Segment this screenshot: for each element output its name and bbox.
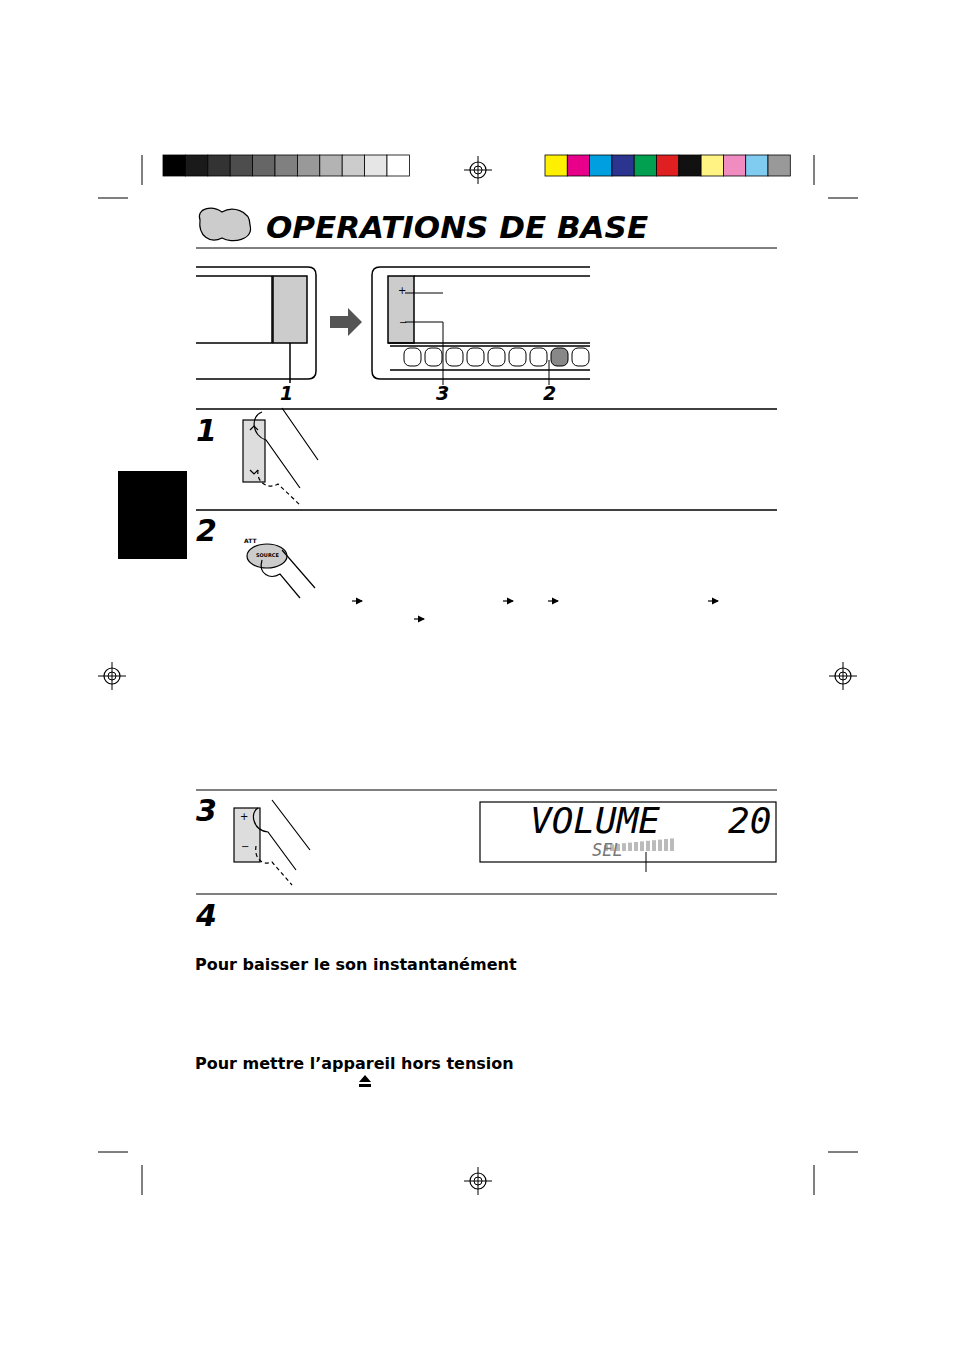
key-sign: − — [241, 842, 249, 852]
callout-number: 3 — [436, 384, 449, 403]
callout-number: 1 — [280, 384, 293, 403]
step-number: 3 — [196, 796, 217, 826]
button-label: SOURCE — [256, 553, 279, 558]
display-text: VOLUME — [530, 803, 660, 839]
step-number: 4 — [196, 901, 217, 931]
display-text: 20 — [728, 803, 771, 839]
key-sign: + — [240, 812, 248, 822]
step-number: 1 — [196, 416, 217, 446]
section-heading: Pour baisser le son instantanément — [195, 957, 517, 973]
section-heading: Pour mettre l’appareil hors tension — [195, 1056, 514, 1072]
button-label: ATT — [244, 538, 257, 544]
step-number: 2 — [196, 516, 217, 546]
key-sign: − — [399, 318, 407, 328]
page-title: OPERATIONS DE BASE — [266, 212, 648, 243]
display-text: SEL — [592, 842, 623, 859]
callout-number: 2 — [543, 384, 556, 403]
key-sign: + — [398, 286, 406, 296]
